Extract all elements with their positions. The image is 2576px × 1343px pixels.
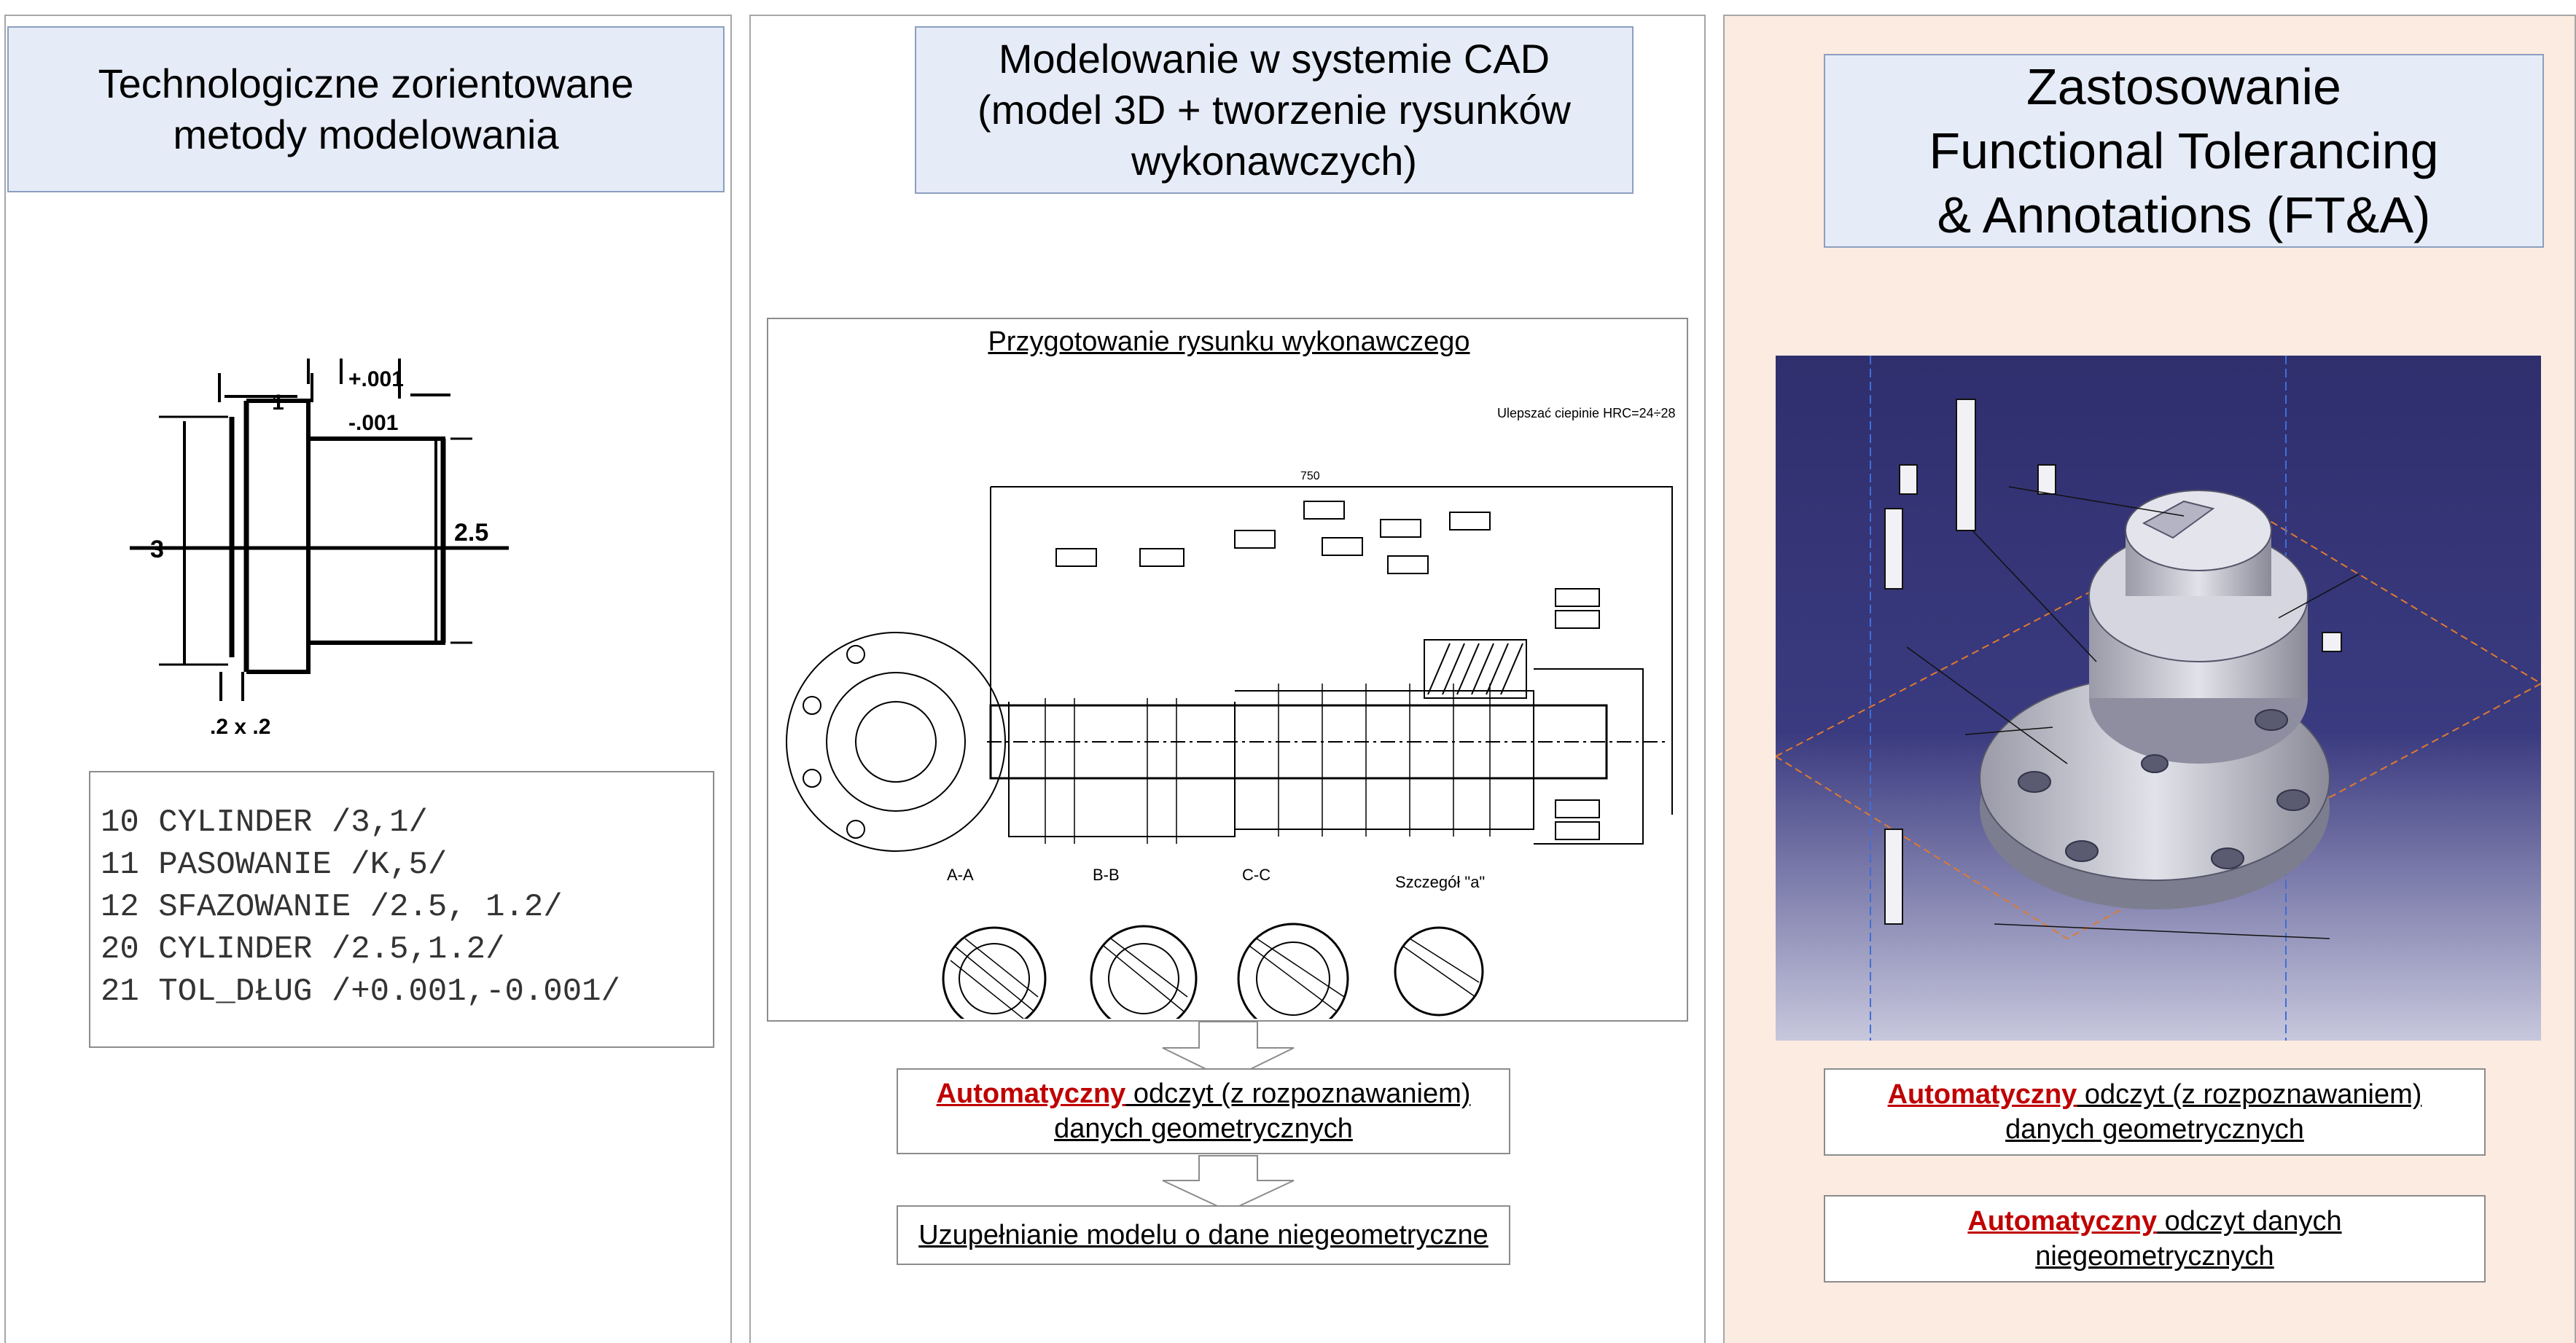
right-step-nongeometry-highlight: Automatyczny xyxy=(1967,1206,2158,1237)
technical-drawing: Ulepszać ciepinie HRC=24÷28 750 A-A B-B … xyxy=(786,406,1676,1019)
technical-drawing-frame: Przygotowanie rysunku wykonawczego xyxy=(767,318,1688,1022)
right-step-geometry-text: odczyt (z rozpoznawaniem) danych geometr… xyxy=(2005,1079,2422,1145)
section-aa-label: A-A xyxy=(947,866,974,884)
sketch-tol-plus: +.001 xyxy=(348,367,404,391)
sketch-dim-3: 3 xyxy=(150,536,164,563)
drawing-caption: Przygotowanie rysunku wykonawczego xyxy=(988,326,1470,357)
code-line-2: 11 PASOWANIE /K,5/ xyxy=(101,847,448,883)
drawing-length-dim: 750 xyxy=(1300,470,1320,482)
middle-step-nongeometry-text: Uzupełnianie modelu o dane niegeometrycz… xyxy=(918,1220,1488,1250)
middle-step-geometry: Automatyczny odczyt (z rozpoznawaniem) d… xyxy=(897,1068,1510,1154)
middle-step-nongeometry: Uzupełnianie modelu o dane niegeometrycz… xyxy=(897,1205,1510,1265)
middle-step-geometry-text: odczyt (z rozpoznawaniem) danych geometr… xyxy=(1054,1078,1471,1144)
left-panel-title: Technologiczne zorientowane metody model… xyxy=(7,26,725,192)
sketch-dim-1: 1 xyxy=(272,391,284,415)
cad-model-view xyxy=(1776,356,2541,1041)
middle-step-geometry-highlight: Automatyczny xyxy=(936,1078,1126,1109)
middle-panel-title-text: Modelowanie w systemie CAD (model 3D + t… xyxy=(977,36,1571,184)
left-panel: Technologiczne zorientowane metody model… xyxy=(4,15,732,1343)
code-line-4: 20 CYLINDER /2.5,1.2/ xyxy=(101,931,505,968)
cylinder-sketch: +.001 -.001 1 3 2.5 .2 x .2 xyxy=(130,359,509,739)
section-bb-label: B-B xyxy=(1093,866,1120,884)
detail-a-label: Szczegół "a" xyxy=(1395,873,1485,891)
code-line-5: 21 TOL_DŁUG /+0.001,-0.001/ xyxy=(101,974,620,1010)
drawing-heat-treat-note: Ulepszać ciepinie HRC=24÷28 xyxy=(1497,406,1676,420)
sketch-tol-minus: -.001 xyxy=(348,411,398,435)
right-panel-title: Zastosowanie Functional Tolerancing & An… xyxy=(1824,54,2544,248)
sketch-chamfer: .2 x .2 xyxy=(210,715,270,739)
middle-panel: Modelowanie w systemie CAD (model 3D + t… xyxy=(749,15,1706,1343)
right-step-nongeometry-text: odczyt danych niegeometrycznych xyxy=(2035,1206,2342,1272)
flow-arrow-1 xyxy=(1162,1021,1295,1081)
code-line-1: 10 CYLINDER /3,1/ xyxy=(101,804,428,841)
code-listing: 10 CYLINDER /3,1/ 11 PASOWANIE /K,5/ 12 … xyxy=(89,771,714,1048)
right-step-geometry-highlight: Automatyczny xyxy=(1887,1079,2077,1110)
right-panel: Zastosowanie Functional Tolerancing & An… xyxy=(1723,15,2576,1343)
right-step-nongeometry: Automatyczny odczyt danych niegeometrycz… xyxy=(1824,1195,2486,1283)
sketch-dim-25: 2.5 xyxy=(454,519,488,547)
middle-panel-title: Modelowanie w systemie CAD (model 3D + t… xyxy=(915,26,1634,194)
right-panel-title-text: Zastosowanie Functional Tolerancing & An… xyxy=(1929,58,2439,243)
section-cc-label: C-C xyxy=(1242,866,1271,884)
right-step-geometry: Automatyczny odczyt (z rozpoznawaniem) d… xyxy=(1824,1068,2486,1156)
flow-arrow-2 xyxy=(1162,1155,1295,1213)
code-line-3: 12 SFAZOWANIE /2.5, 1.2/ xyxy=(101,889,563,925)
left-panel-title-text: Technologiczne zorientowane metody model… xyxy=(98,60,634,157)
